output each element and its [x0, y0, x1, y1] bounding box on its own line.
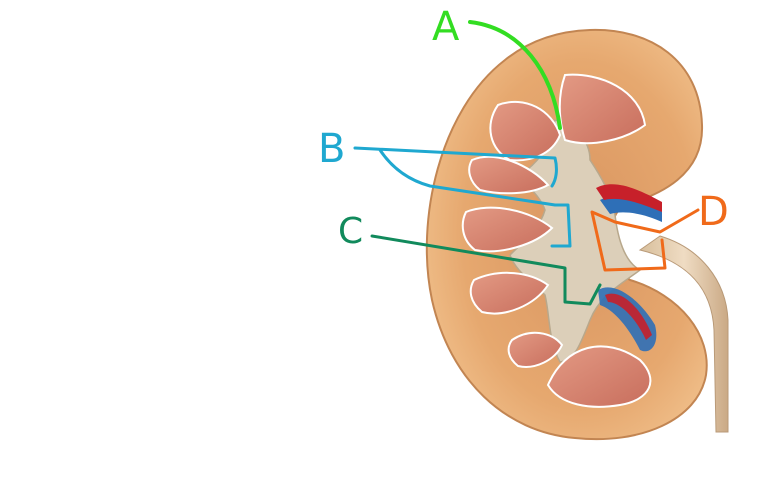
- label-d-pointer: [590, 208, 700, 272]
- renal-artery-branch: [605, 293, 652, 340]
- renal-pyramids: [461, 73, 652, 408]
- label-b: B: [318, 126, 345, 172]
- pyramid: [489, 100, 562, 162]
- renal-vein: [600, 195, 662, 222]
- pyramid: [468, 155, 550, 195]
- renal-vein-branch: [598, 287, 657, 352]
- pyramid: [546, 345, 652, 408]
- ureter: [638, 235, 729, 433]
- label-d: D: [698, 189, 729, 235]
- renal-artery: [596, 184, 662, 212]
- pyramid: [469, 271, 550, 315]
- label-a-group: A: [432, 4, 562, 130]
- label-a-pointer: [468, 20, 562, 130]
- label-c-group: C: [338, 211, 602, 306]
- label-d-group: D: [590, 189, 729, 272]
- label-b-pointer: [353, 146, 572, 248]
- label-c-pointer: [370, 234, 602, 306]
- pyramid: [461, 206, 554, 253]
- label-a: A: [432, 4, 460, 50]
- label-c: C: [338, 211, 363, 252]
- pyramid: [558, 73, 647, 145]
- pyramid: [507, 331, 564, 368]
- label-b-group: B: [318, 126, 572, 248]
- renal-vessels: [596, 184, 662, 352]
